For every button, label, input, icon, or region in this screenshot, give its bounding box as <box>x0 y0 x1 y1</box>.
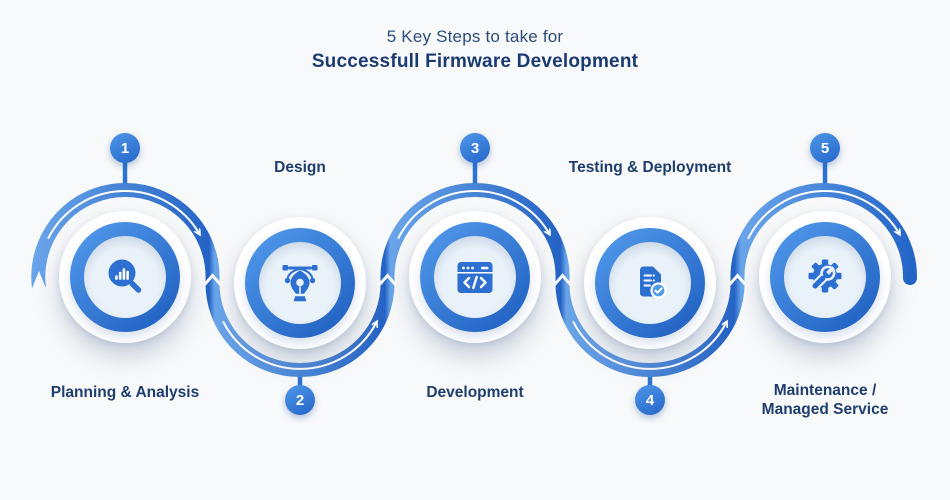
analysis-magnifier-icon <box>108 259 142 293</box>
pen-tool-icon <box>282 265 318 302</box>
step-ring-5 <box>770 222 880 332</box>
step-label-development: Development <box>426 384 524 401</box>
page-title: 5 Key Steps to take for Successfull Firm… <box>0 26 950 75</box>
flow-arrow-2 <box>222 322 376 370</box>
step-ring-3 <box>420 222 530 332</box>
step-circle-4 <box>584 217 716 349</box>
flow-arrow-4 <box>572 322 726 370</box>
step-badge-4: 4 <box>635 385 665 415</box>
step-label-planning-analysis: Planning & Analysis <box>50 384 200 401</box>
gear-wrench-icon <box>808 259 842 293</box>
step-ring-4 <box>595 228 705 338</box>
step-label-design: Design <box>274 159 326 176</box>
step-inner-5 <box>784 236 866 318</box>
title-line-2: Successfull Firmware Development <box>311 51 639 73</box>
step-badge-3: 3 <box>460 133 490 163</box>
step-circle-3 <box>409 211 541 343</box>
step-inner-2 <box>259 242 341 324</box>
step-circle-5 <box>759 211 891 343</box>
ribbon-tail-notch <box>31 271 47 291</box>
step-badge-5: 5 <box>810 133 840 163</box>
step-inner-3 <box>434 236 516 318</box>
document-check-icon <box>640 266 667 299</box>
flow-ribbon <box>31 182 918 378</box>
step-label-maintenance-managed-service: Maintenance / Managed Service <box>705 381 945 420</box>
ribbon-end-cap <box>903 271 917 285</box>
step-circle-1 <box>59 211 191 343</box>
step-ring-2 <box>245 228 355 338</box>
flow-arrow-1 <box>47 190 199 239</box>
ribbon-joints <box>203 273 747 286</box>
step-circle-2 <box>234 217 366 349</box>
step-badge-2: 2 <box>285 385 315 415</box>
step-label-line-1: Maintenance / <box>773 382 877 399</box>
flow-arrows <box>47 190 899 370</box>
step-inner-4 <box>609 242 691 324</box>
step-badge-1: 1 <box>110 133 140 163</box>
code-window-icon <box>457 262 493 293</box>
flow-arrow-5 <box>747 190 899 239</box>
title-line-1: 5 Key Steps to take for <box>386 27 564 46</box>
step-inner-1 <box>84 236 166 318</box>
step-label-testing-deployment: Testing & Deployment <box>568 159 732 176</box>
step-ring-1 <box>70 222 180 332</box>
flow-arrow-3 <box>397 190 549 239</box>
step-label-line-2: Managed Service <box>761 401 889 419</box>
